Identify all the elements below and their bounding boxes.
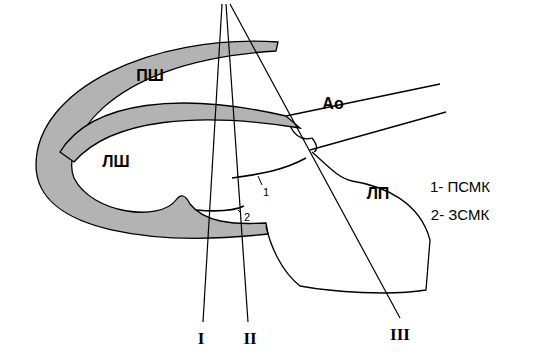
aorta-wall	[310, 112, 446, 150]
callout-number: 1	[263, 187, 269, 198]
callout-number: 2	[244, 212, 250, 223]
posterior-leaflet	[196, 206, 244, 211]
chamber-label: ПШ	[136, 68, 164, 84]
scan-label: II	[243, 330, 256, 347]
scan-line	[203, 4, 222, 322]
chamber-label: ЛП	[367, 186, 390, 202]
scan-label: III	[390, 326, 410, 343]
septum	[60, 103, 300, 162]
aortic-valve	[290, 126, 312, 139]
vessel-label: Ао	[322, 96, 343, 112]
scan-line	[226, 4, 248, 322]
aortic-valve	[312, 138, 317, 152]
leader-line	[258, 176, 262, 185]
chamber-label: ЛШ	[102, 154, 129, 170]
scan-line	[230, 4, 400, 318]
aorta-wall	[286, 84, 440, 116]
legend-note: 1- ПСМК	[430, 179, 490, 194]
anterior-leaflet	[232, 158, 306, 178]
scan-label: I	[198, 330, 205, 347]
legend-note: 2- ЗСМК	[431, 207, 489, 222]
